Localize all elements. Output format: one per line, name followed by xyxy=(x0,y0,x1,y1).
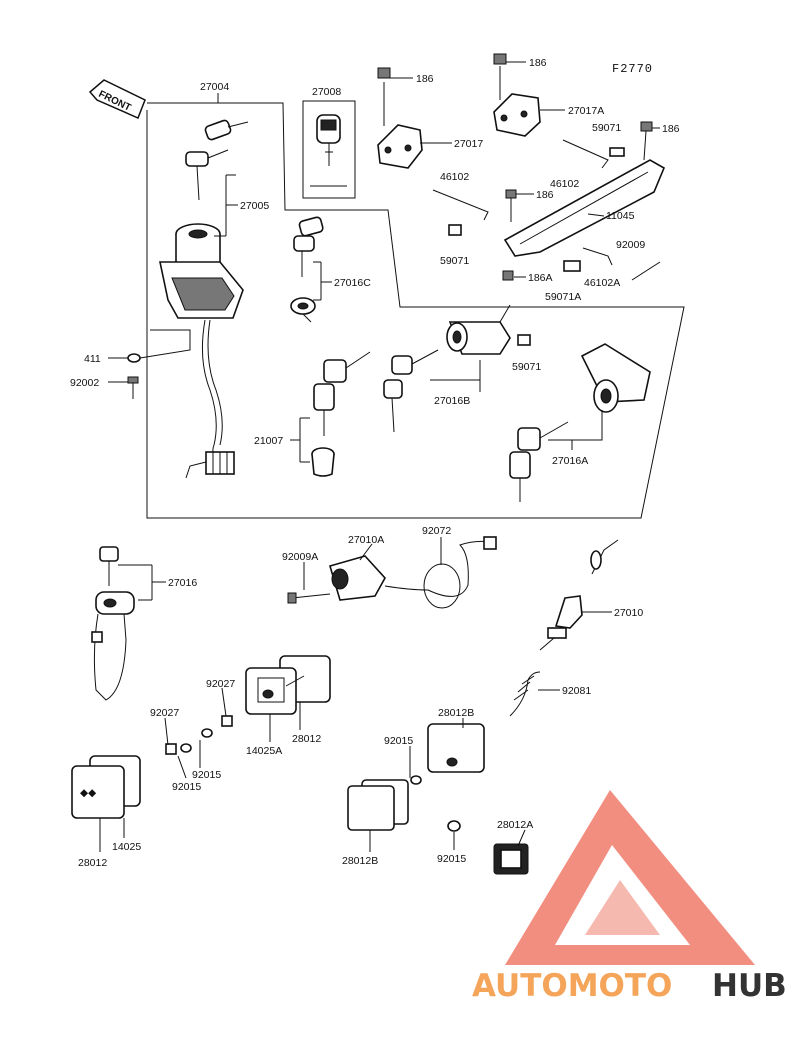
reflector-28012-upper xyxy=(245,655,331,715)
bracket-46102 xyxy=(432,139,613,266)
label-27010A: 27010A xyxy=(348,534,384,546)
ignition-switch-part xyxy=(159,223,244,479)
label-27004: 27004 xyxy=(200,81,229,93)
pin-59071-left xyxy=(448,224,462,236)
watermark-text-automoto: AUTOMOTO xyxy=(472,968,672,1004)
watermark-logo: AUTOMOTO HUB xyxy=(472,790,787,1004)
screw-92009 xyxy=(631,261,661,281)
lock-bracket-27017A xyxy=(493,53,541,137)
reflector-logo-mark: ◆◆ xyxy=(80,787,97,799)
label-92015-a: 92015 xyxy=(192,769,221,781)
helmet-lock-27016 xyxy=(91,546,135,701)
label-59071-c: 59071 xyxy=(512,361,541,373)
label-28012B-b: 28012B xyxy=(342,855,378,867)
label-59071-b: 59071 xyxy=(440,255,469,267)
watermark-text-hub: HUB xyxy=(712,968,787,1004)
label-59071-a: 59071 xyxy=(592,122,621,134)
lock-27016B xyxy=(446,270,531,355)
label-186-a: 186 xyxy=(416,73,434,85)
spring-92081 xyxy=(509,671,541,717)
label-27017A: 27017A xyxy=(568,105,604,117)
label-92027-b: 92027 xyxy=(150,707,179,719)
switch-27010A xyxy=(287,555,386,604)
key-pair-27016A xyxy=(509,421,569,502)
label-46102-b: 46102 xyxy=(550,178,579,190)
reflector-28012A xyxy=(447,820,529,875)
label-92009A: 92009A xyxy=(282,551,318,563)
key-lock-27016C xyxy=(290,216,324,323)
label-59071A: 59071A xyxy=(545,291,581,303)
washer-92015-lower xyxy=(180,743,192,753)
label-27016A: 27016A xyxy=(552,455,588,467)
washer-411 xyxy=(127,353,141,363)
label-21007: 21007 xyxy=(254,435,283,447)
label-27005: 27005 xyxy=(240,200,269,212)
label-46102-a: 46102 xyxy=(440,171,469,183)
lock-27016A xyxy=(580,343,651,413)
figure-code: F2770 xyxy=(612,62,653,76)
label-27016B: 27016B xyxy=(434,395,470,407)
bracket-11045 xyxy=(503,159,666,257)
label-92081: 92081 xyxy=(562,685,591,697)
leader-lines xyxy=(99,61,660,852)
pin-59071-upper xyxy=(609,147,625,157)
label-27008: 27008 xyxy=(312,86,341,98)
reflector-28012B-upper xyxy=(427,723,485,773)
nut-92027-upper xyxy=(221,715,233,727)
label-14025A: 14025A xyxy=(246,745,282,757)
label-28012B-a: 28012B xyxy=(438,707,474,719)
front-arrow-icon: FRONT xyxy=(88,79,146,120)
bolt-92002 xyxy=(127,376,139,399)
label-411: 411 xyxy=(84,353,101,365)
key-pair-27016B xyxy=(383,349,439,433)
label-14025: 14025 xyxy=(112,841,141,853)
label-92072: 92072 xyxy=(422,525,451,537)
label-186-c: 186 xyxy=(662,123,680,135)
watermark-triangle-mid xyxy=(585,880,660,935)
key-pair-21007 xyxy=(311,351,371,477)
key-pair-27005 xyxy=(185,119,249,201)
bolt-186-mid xyxy=(505,189,517,222)
label-92015-b: 92015 xyxy=(172,781,201,793)
reflector-28012B-lower xyxy=(347,779,409,831)
label-28012A: 28012A xyxy=(497,819,533,831)
label-186-d: 186 xyxy=(536,189,554,201)
label-186A: 186A xyxy=(528,272,553,284)
label-186-b: 186 xyxy=(529,57,547,69)
washer-92015-upper xyxy=(201,728,213,738)
assembly-frame xyxy=(146,93,685,519)
cable-92072 xyxy=(384,536,497,609)
label-27010: 27010 xyxy=(614,607,643,619)
switch-27010 xyxy=(539,539,619,651)
label-28012-b: 28012 xyxy=(78,857,107,869)
label-28012-a: 28012 xyxy=(292,733,321,745)
pin-59071A xyxy=(563,260,581,272)
label-27016: 27016 xyxy=(168,577,197,589)
label-27016C: 27016C xyxy=(334,277,371,289)
label-92009: 92009 xyxy=(616,239,645,251)
label-27017: 27017 xyxy=(454,138,483,150)
nut-92027-lower xyxy=(165,743,177,755)
part-labels: 27004 27008 186 186 27017A 59071 186 270… xyxy=(70,57,680,869)
label-92015-c: 92015 xyxy=(384,735,413,747)
label-92002: 92002 xyxy=(70,377,99,389)
label-11045: 11045 xyxy=(606,210,635,222)
label-92015-d: 92015 xyxy=(437,853,466,865)
bolt-186-right xyxy=(640,121,653,161)
key-27008 xyxy=(310,114,347,187)
label-46102A: 46102A xyxy=(584,277,620,289)
reflector-28012-lower: ◆◆ xyxy=(71,755,141,819)
lock-bracket-27017 xyxy=(377,67,423,169)
label-92027-a: 92027 xyxy=(206,678,235,690)
